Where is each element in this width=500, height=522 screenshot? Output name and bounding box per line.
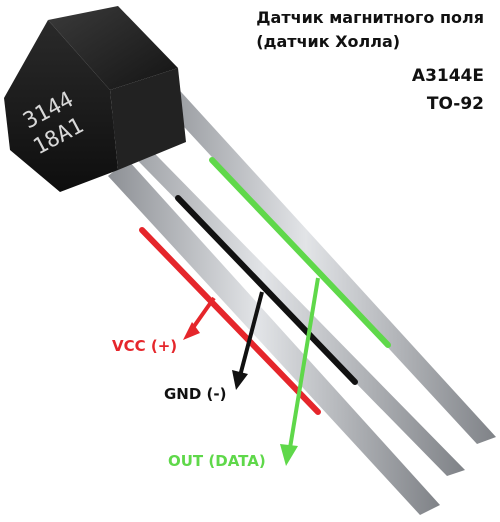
chip-front-face xyxy=(4,20,118,192)
vcc-arrow xyxy=(183,296,216,340)
sensor-title: Датчик магнитного поля (датчик Холла) xyxy=(256,6,484,54)
title-line-2: (датчик Холла) xyxy=(256,32,401,51)
out-label: OUT (DATA) xyxy=(168,452,266,470)
pin-legs xyxy=(98,82,496,515)
package-label: TO-92 xyxy=(426,94,484,114)
vcc-pin-marker xyxy=(139,227,321,415)
pin-leg-middle xyxy=(98,112,465,476)
title-line-1: Датчик магнитного поля xyxy=(256,8,484,27)
chip-side-face xyxy=(110,68,186,170)
gnd-pin-marker xyxy=(175,195,358,385)
chip-top-face xyxy=(48,6,178,90)
out-arrow xyxy=(280,277,320,466)
gnd-label: GND (-) xyxy=(164,385,227,403)
pin-leg-left xyxy=(108,160,440,515)
vcc-label: VCC (+) xyxy=(112,337,178,355)
chip-body: 3144 18A1 xyxy=(4,6,186,192)
pin-leg-right xyxy=(150,82,496,444)
model-label: A3144E xyxy=(411,66,484,86)
out-pin-marker xyxy=(209,157,391,348)
gnd-arrow xyxy=(232,291,264,390)
